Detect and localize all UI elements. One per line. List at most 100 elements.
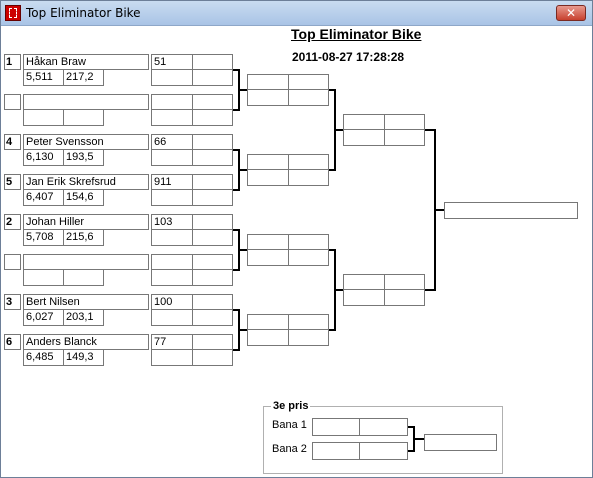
round2-field[interactable]: [288, 89, 329, 106]
result-field[interactable]: [192, 334, 233, 350]
round2-field[interactable]: [288, 154, 329, 170]
reaction-time-field[interactable]: 5,511: [23, 69, 64, 86]
round2-field[interactable]: [288, 329, 329, 346]
race-number-field[interactable]: 77: [151, 334, 193, 350]
racer-name-field[interactable]: Peter Svensson: [23, 134, 149, 150]
semifinal-field[interactable]: [384, 129, 425, 146]
reaction-time-field[interactable]: 6,485: [23, 349, 64, 366]
speed-field[interactable]: 154,6: [63, 189, 104, 206]
semifinal-field[interactable]: [343, 129, 385, 146]
semifinal-field[interactable]: [384, 114, 425, 130]
speed-field[interactable]: 193,5: [63, 149, 104, 166]
speed-field[interactable]: [63, 269, 104, 286]
bracket-line: [414, 438, 424, 440]
reaction-time-field[interactable]: [23, 269, 64, 286]
semifinal-field[interactable]: [343, 289, 385, 306]
speed-field[interactable]: [63, 109, 104, 126]
third-place-field[interactable]: [359, 418, 408, 436]
race-number-field[interactable]: 51: [151, 54, 193, 70]
race-number-field[interactable]: 100: [151, 294, 193, 310]
bracket-line: [329, 169, 335, 171]
round2-field[interactable]: [288, 74, 329, 90]
round2-field[interactable]: [247, 234, 289, 250]
semifinal-field[interactable]: [384, 274, 425, 290]
result-field[interactable]: [192, 54, 233, 70]
result-field[interactable]: [192, 69, 233, 86]
racer-name-field[interactable]: Bert Nilsen: [23, 294, 149, 310]
speed-field[interactable]: 149,3: [63, 349, 104, 366]
result-field[interactable]: [192, 349, 233, 366]
semifinal-field[interactable]: [384, 289, 425, 306]
result-field[interactable]: [192, 294, 233, 310]
third-place-winner-field[interactable]: [424, 434, 497, 451]
result-field[interactable]: [151, 109, 193, 126]
result-field[interactable]: [192, 229, 233, 246]
bracket-line: [239, 329, 247, 331]
race-number-field[interactable]: 103: [151, 214, 193, 230]
reaction-time-field[interactable]: 6,407: [23, 189, 64, 206]
speed-field[interactable]: 203,1: [63, 309, 104, 326]
round2-field[interactable]: [288, 249, 329, 266]
third-place-field[interactable]: [312, 418, 360, 436]
racer-name-field[interactable]: [23, 94, 149, 110]
result-field[interactable]: [151, 349, 193, 366]
bracket-line: [233, 109, 239, 111]
racer-name-field[interactable]: Anders Blanck: [23, 334, 149, 350]
round2-field[interactable]: [288, 314, 329, 330]
result-field[interactable]: [192, 174, 233, 190]
result-field[interactable]: [192, 149, 233, 166]
round2-field[interactable]: [247, 314, 289, 330]
reaction-time-field[interactable]: 6,130: [23, 149, 64, 166]
round2-field[interactable]: [247, 329, 289, 346]
round2-field[interactable]: [288, 234, 329, 250]
round2-field[interactable]: [247, 169, 289, 186]
round2-field[interactable]: [247, 249, 289, 266]
reaction-time-field[interactable]: 5,708: [23, 229, 64, 246]
reaction-time-field[interactable]: 6,027: [23, 309, 64, 326]
result-field[interactable]: [192, 94, 233, 110]
semifinal-field[interactable]: [343, 114, 385, 130]
result-field[interactable]: [192, 109, 233, 126]
result-field[interactable]: [192, 254, 233, 270]
bracket-line: [408, 426, 414, 428]
result-field[interactable]: [151, 149, 193, 166]
speed-field[interactable]: 215,6: [63, 229, 104, 246]
round2-field[interactable]: [288, 169, 329, 186]
result-field[interactable]: [151, 309, 193, 326]
result-field[interactable]: [151, 269, 193, 286]
racer-name-field[interactable]: Håkan Braw: [23, 54, 149, 70]
third-place-field[interactable]: [359, 442, 408, 460]
racer-name-field[interactable]: [23, 254, 149, 270]
race-number-field[interactable]: [151, 94, 193, 110]
result-field[interactable]: [192, 134, 233, 150]
race-number-field[interactable]: 66: [151, 134, 193, 150]
title-bar[interactable]: Top Eliminator Bike ✕: [1, 1, 592, 26]
result-field[interactable]: [192, 269, 233, 286]
final-winner-field[interactable]: [444, 202, 578, 219]
close-button[interactable]: ✕: [556, 5, 586, 21]
round2-field[interactable]: [247, 74, 289, 90]
bracket-line: [335, 289, 343, 291]
result-field[interactable]: [192, 189, 233, 206]
third-place-field[interactable]: [312, 442, 360, 460]
bracket-line: [239, 89, 247, 91]
round2-field[interactable]: [247, 154, 289, 170]
semifinal-field[interactable]: [343, 274, 385, 290]
round2-field[interactable]: [247, 89, 289, 106]
result-field[interactable]: [151, 189, 193, 206]
result-field[interactable]: [151, 69, 193, 86]
bracket-line: [239, 249, 247, 251]
bracket-line: [233, 229, 239, 231]
reaction-time-field[interactable]: [23, 109, 64, 126]
result-field[interactable]: [192, 214, 233, 230]
racer-name-field[interactable]: Johan Hiller: [23, 214, 149, 230]
lane1-label: Bana 1: [272, 419, 307, 431]
result-field[interactable]: [151, 229, 193, 246]
bracket-line: [233, 69, 239, 71]
result-field[interactable]: [192, 309, 233, 326]
race-number-field[interactable]: 911: [151, 174, 193, 190]
third-place-group: [263, 406, 503, 474]
speed-field[interactable]: 217,2: [63, 69, 104, 86]
racer-name-field[interactable]: Jan Erik Skrefsrud: [23, 174, 149, 190]
race-number-field[interactable]: [151, 254, 193, 270]
